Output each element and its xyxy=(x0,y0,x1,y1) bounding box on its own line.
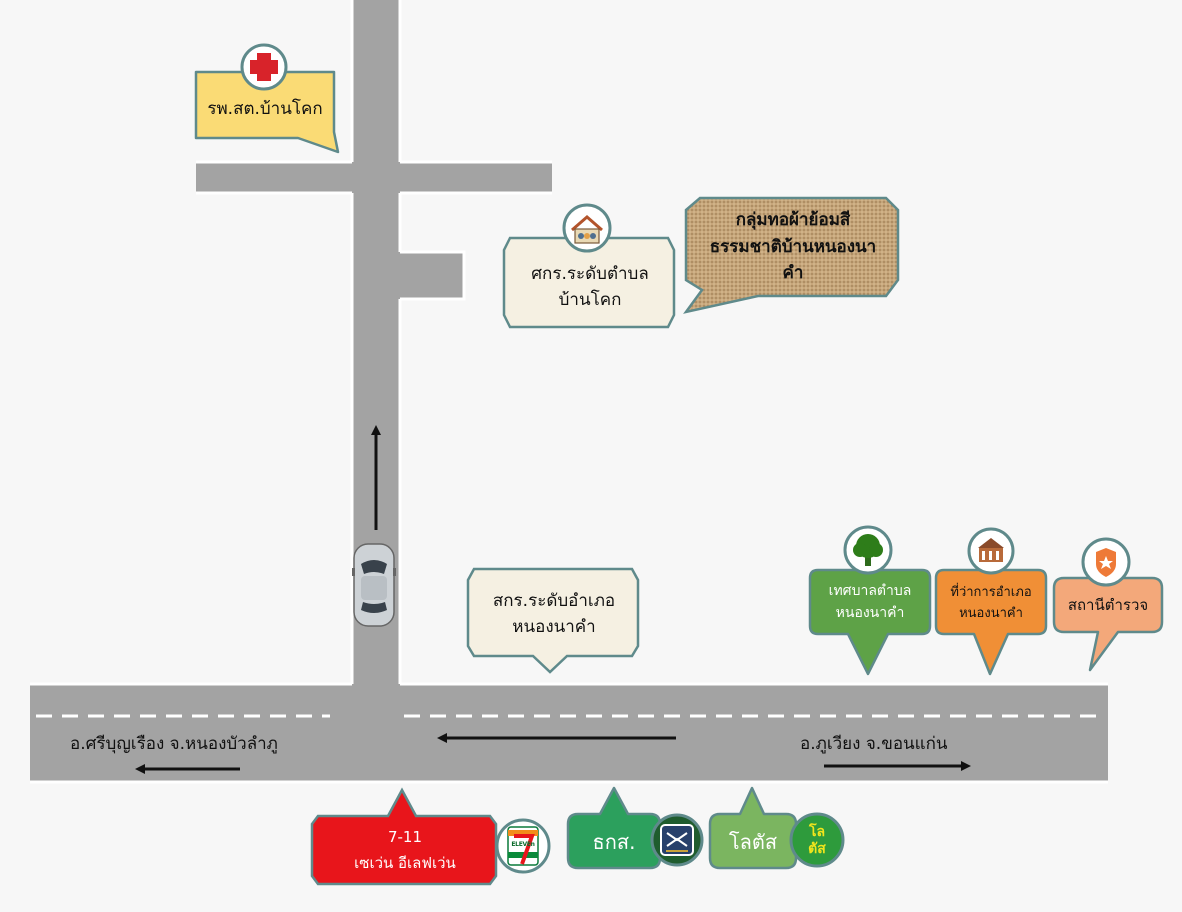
health-center-label[interactable]: รพ.สต.บ้านโคก xyxy=(198,88,332,130)
car-icon xyxy=(352,543,396,627)
nfe-tambon-line-2: บ้านโคก xyxy=(558,290,622,310)
weaving-group-marker xyxy=(683,196,900,314)
nfe-tambon-marker xyxy=(502,203,676,329)
lotus-name: โลตัส xyxy=(728,829,778,854)
seven-eleven-logo-text: ELEVEn xyxy=(511,841,535,849)
police-marker xyxy=(1052,537,1164,672)
seven-eleven-label[interactable]: 7-11 เซเว่น อีเลฟเว่น xyxy=(318,820,492,880)
nfe-district-line-1: สกร.ระดับอำเภอ xyxy=(492,590,616,611)
municipality-line-2: หนองนาคำ xyxy=(835,605,905,621)
nfe-district-label[interactable]: สกร.ระดับอำเภอ หนองนาคำ xyxy=(474,578,634,650)
health-center-marker xyxy=(194,43,340,154)
road-network xyxy=(30,0,1108,784)
district-office-marker xyxy=(934,527,1048,676)
district-office-label[interactable]: ที่ว่าการอำเภอ หนองนาคำ xyxy=(938,576,1044,632)
lotus-logo-icon xyxy=(789,812,845,868)
baac-label[interactable]: ธกส. xyxy=(570,820,658,864)
lotus-logo-text: โล ตัส xyxy=(808,824,826,857)
nfe-tambon-label[interactable]: ศกร.ระดับตำบล บ้านโคก xyxy=(508,254,672,320)
district-office-line-2: หนองนาคำ xyxy=(959,606,1023,621)
baac-name: ธกส. xyxy=(592,829,636,854)
health-center-name: รพ.สต.บ้านโคก xyxy=(207,98,323,119)
direction-arrows xyxy=(135,425,971,774)
weaving-group-line-1: กลุ่มทอผ้าย้อมสี xyxy=(735,210,851,231)
police-label[interactable]: สถานีตำรวจ xyxy=(1056,582,1160,630)
lotus-marker xyxy=(708,786,845,870)
municipality-line-1: เทศบาลตำบล xyxy=(828,583,912,600)
road-label-west: อ.ศรีบุญเรือง จ.หนองบัวลำภู xyxy=(70,734,278,754)
nfe-district-line-2: หนองนาคำ xyxy=(512,617,596,637)
lotus-label[interactable]: โลตัส xyxy=(712,820,794,864)
side-street xyxy=(398,252,464,299)
weaving-group-label[interactable]: กลุ่มทอผ้าย้อมสี ธรรมชาติบ้านหนองนาคำ xyxy=(700,210,886,283)
district-office-line-1: ที่ว่าการอำเภอ xyxy=(950,585,1032,601)
weaving-group-line-2: ธรรมชาติบ้านหนองนาคำ xyxy=(709,236,877,284)
school-icon xyxy=(562,203,612,253)
cross-street xyxy=(196,162,552,193)
seven-eleven-marker xyxy=(310,787,551,886)
baac-marker xyxy=(566,786,704,870)
nfe-tambon-line-1: ศกร.ระดับตำบล xyxy=(531,263,649,284)
road-label-east: อ.ภูเวียง จ.ขอนแก่น xyxy=(800,734,948,754)
police-name: สถานีตำรวจ xyxy=(1067,596,1149,615)
municipality-marker xyxy=(808,525,932,676)
municipality-label[interactable]: เทศบาลตำบล หนองนาคำ xyxy=(812,574,928,632)
nfe-district-marker xyxy=(466,567,640,674)
seven-eleven-line-1: 7-11 xyxy=(387,827,423,846)
seven-eleven-line-2: เซเว่น อีเลฟเว่น xyxy=(354,854,456,872)
